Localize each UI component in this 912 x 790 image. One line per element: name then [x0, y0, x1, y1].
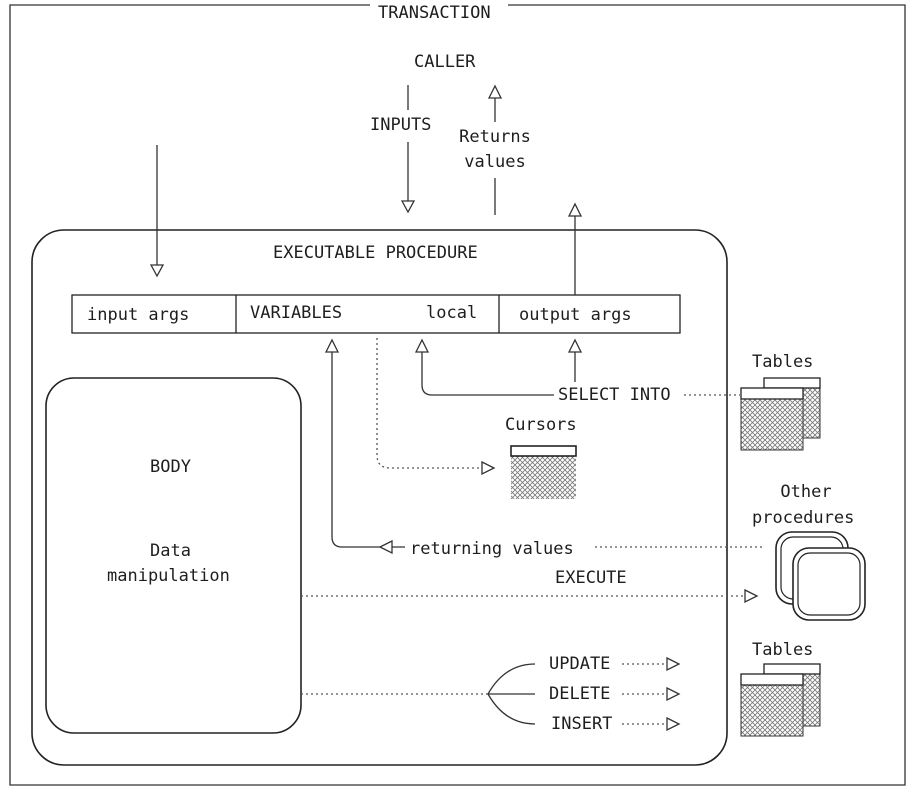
dml-branch-insert	[487, 693, 536, 725]
returns-values-line2: values	[464, 152, 526, 172]
args-row	[71, 294, 681, 334]
body-label: BODY	[150, 457, 191, 477]
update-arrowhead	[666, 656, 681, 672]
dml-branch-update	[487, 663, 536, 695]
tables-bottom-label: Tables	[752, 640, 814, 660]
procedure-title: EXECUTABLE PROCEDURE	[273, 243, 478, 263]
variables-cursors-dotted	[376, 338, 485, 469]
inputs-arrowhead	[400, 200, 416, 214]
cursors-grid	[511, 454, 576, 499]
execute-label: EXECUTE	[555, 568, 627, 588]
insert-label: INSERT	[551, 714, 613, 734]
output-up-arrowhead	[567, 202, 583, 217]
insert-arrowhead	[666, 716, 681, 732]
variables-arrowhead	[324, 338, 340, 353]
caller-label: CALLER	[414, 52, 476, 72]
variables-label: VARIABLES	[250, 303, 343, 323]
tables-bottom-icon	[740, 663, 821, 737]
transaction-label: TRANSACTION	[374, 5, 495, 22]
delete-arrowhead	[666, 686, 681, 702]
delete-label: DELETE	[549, 684, 611, 704]
tables-top-icon	[740, 377, 821, 451]
cursors-arrowhead	[481, 460, 496, 476]
cursors-header	[510, 445, 577, 457]
returns-arrowhead	[487, 84, 503, 99]
data-manipulation-line2: manipulation	[107, 566, 230, 586]
select-output-arrowhead	[567, 338, 583, 353]
tables-top-label: Tables	[752, 352, 814, 372]
returning-variables-line	[331, 352, 405, 548]
output-args-label: output args	[519, 305, 632, 325]
inputs-label: INPUTS	[370, 115, 432, 135]
executable-procedure-box	[31, 229, 728, 766]
other-procedures-icon	[775, 531, 866, 621]
transaction-frame	[9, 4, 906, 786]
body-box	[45, 377, 302, 734]
other-procedures-line1: Other	[780, 482, 832, 502]
update-label: UPDATE	[549, 654, 611, 674]
select-into-label: SELECT INTO	[554, 387, 675, 404]
select-local-line	[421, 352, 555, 396]
other-procedures-line2: procedures	[752, 508, 855, 528]
data-manipulation-line1: Data	[150, 541, 191, 561]
local-label: local	[426, 303, 478, 323]
input-args-label: input args	[87, 305, 190, 325]
returning-values-label: returning values	[410, 539, 574, 559]
execute-arrowhead	[744, 588, 759, 604]
select-local-arrowhead	[414, 338, 430, 353]
returning-arrowhead	[378, 539, 393, 555]
cursors-label: Cursors	[505, 415, 577, 435]
input-args-arrowhead	[149, 264, 165, 278]
returns-values-line1: Returns	[459, 127, 531, 147]
